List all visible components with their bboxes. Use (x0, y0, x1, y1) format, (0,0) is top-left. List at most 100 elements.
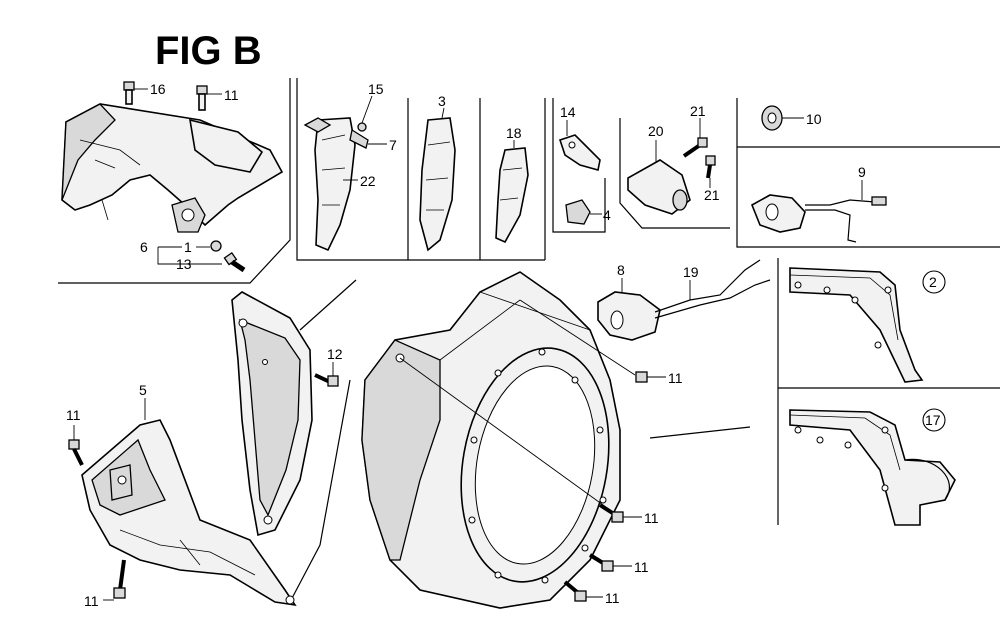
callout-11-housing-top: 11 (668, 370, 683, 386)
baffle-18 (495, 147, 529, 244)
callout-10: 10 (806, 111, 822, 127)
guard-plate-12 (231, 291, 313, 537)
detail-2: 2 (789, 267, 946, 383)
fan-housing-side (361, 339, 441, 561)
figure-title: FIG B (155, 29, 262, 73)
guard-plate-face (239, 318, 301, 517)
housing-hole-6 (581, 544, 589, 552)
clip-4-body (565, 199, 591, 225)
detail-17-hole-5 (881, 484, 889, 492)
baffle-18-body (495, 147, 529, 244)
callout-21-upper: 21 (690, 103, 706, 119)
callout-14: 14 (560, 104, 576, 120)
housing-hole-5 (599, 496, 607, 504)
bolt-11-housing-bottom-head (574, 590, 587, 602)
baffle-3-ribs (425, 141, 451, 211)
callout-6: 6 (140, 239, 148, 255)
bracket-plate (189, 118, 264, 173)
callout-11-bottom-left: 11 (84, 593, 99, 609)
bolt-11-housing-top (635, 371, 648, 383)
callout-19: 19 (683, 264, 699, 280)
fan-housing (361, 271, 621, 609)
detail-17-hole-2 (816, 436, 824, 444)
bolt-11-top-head (196, 85, 208, 95)
inset-strip-border (296, 78, 545, 261)
detail-2-edge (789, 274, 899, 341)
baffle-3-body (419, 117, 456, 252)
leader-15 (361, 95, 373, 124)
sensor-9-wire-1 (805, 199, 876, 206)
detail-17-hole-4 (881, 426, 889, 434)
guide-line-2 (519, 299, 636, 376)
bolt-11-housing-mid-head (611, 511, 624, 523)
shroud-rib (79, 139, 141, 169)
ignition-coil-8 (597, 259, 771, 341)
sensor-9-body (750, 194, 806, 233)
lower-cover-ribs (119, 529, 256, 576)
housing-hole-10 (470, 436, 478, 444)
clamp-14-hole (568, 141, 576, 149)
callout-15: 15 (368, 81, 384, 97)
bolt-11-housing-bottom-shank (563, 580, 579, 594)
relation-line-3 (289, 379, 351, 603)
callout-13: 13 (176, 256, 192, 272)
clip-4 (565, 199, 591, 225)
guide-line-1 (399, 357, 611, 511)
guard-plate-hole-top (238, 318, 248, 328)
fan-shroud-upper-face (61, 103, 116, 201)
baffle-22-ribs (321, 134, 346, 206)
lower-cover-5 (81, 419, 297, 607)
sensor-9-wire-2 (805, 209, 857, 243)
bolt-11-bottom-left-head (113, 587, 126, 599)
callout-21-lower: 21 (704, 187, 720, 203)
sensor-9-hole (765, 203, 779, 221)
detail-17-badge (922, 408, 946, 432)
inset-box-top-left-border (58, 78, 291, 284)
baffle-18-ribs (499, 167, 523, 201)
baffle-22-tab (303, 117, 332, 133)
wire-19-a (654, 259, 761, 313)
detail-17-hole-1 (794, 426, 802, 434)
detail-17-hole-3 (844, 441, 852, 449)
callout-9: 9 (858, 164, 866, 180)
relation-line-2 (649, 426, 751, 439)
callout-3: 3 (438, 93, 446, 109)
shroud-clip (101, 199, 109, 221)
inset-box-14-4 (552, 98, 606, 233)
callout-5: 5 (139, 382, 147, 398)
baffle-22 (303, 117, 356, 252)
bolt-11-bottom-left-shank (118, 559, 126, 591)
inset-box-10-9 (736, 98, 1000, 248)
clip-7 (349, 128, 369, 149)
bolt-21-lower-head (705, 155, 716, 166)
leader-6-bracket (157, 247, 222, 265)
detail-2-hole-3 (851, 296, 859, 304)
bolt-21-upper-head (697, 137, 708, 148)
callout-7: 7 (389, 137, 397, 153)
bolt-21-upper (682, 137, 708, 158)
mount-hole (181, 208, 195, 222)
callout-11-housing-bottom: 11 (605, 590, 620, 606)
bolt-12-head (327, 375, 339, 387)
callout-12: 12 (327, 346, 343, 362)
bolt-13 (223, 251, 246, 273)
screw-15 (357, 122, 367, 132)
bolt-11-housing-low-head (601, 560, 614, 572)
callout-22: 22 (360, 173, 376, 189)
bolt-11-left-head (68, 439, 80, 450)
bolt-12 (314, 373, 339, 387)
detail-2-flange (789, 267, 924, 383)
relation-line-1 (299, 279, 357, 331)
fan-housing-opening (474, 365, 596, 565)
bolt-16-shank (125, 89, 133, 105)
top-left-bracket-assembly (61, 103, 284, 233)
callout-18: 18 (506, 125, 522, 141)
callout-16: 16 (150, 81, 166, 97)
bolt-11-top-shank (198, 93, 206, 111)
bolt-21-upper-shank (682, 143, 702, 158)
detail-2-hole-4 (874, 341, 882, 349)
housing-hole-1 (494, 369, 502, 377)
bolt-11-left (68, 439, 84, 466)
housing-hole-7 (541, 576, 549, 584)
detail-17-boss (904, 458, 951, 501)
